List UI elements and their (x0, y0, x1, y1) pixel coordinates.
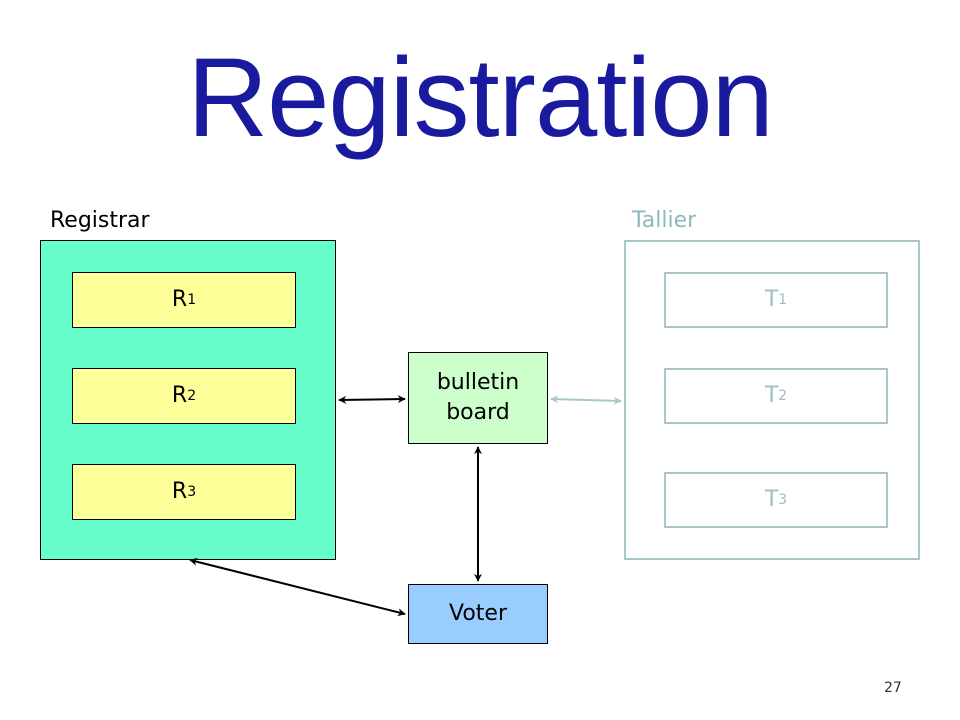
node-subscript: 3 (778, 492, 788, 508)
node-letter: R (171, 383, 188, 408)
slide-title: Registration (187, 35, 774, 160)
node-letter: R (171, 479, 188, 504)
node-letter: T (764, 383, 779, 408)
node-subscript: 2 (778, 388, 788, 404)
registrar-label: Registrar (50, 208, 150, 233)
arrow-registrar-bulletin (338, 395, 406, 404)
node-letter: R (171, 287, 188, 312)
node-subscript: 2 (187, 388, 197, 404)
tallier-label: Tallier (632, 208, 697, 233)
page-number: 27 (884, 680, 902, 696)
bulletin-board-line1: bulletin (436, 370, 520, 395)
bulletin-board-node: bulletin board (408, 352, 548, 444)
bulletin-board-line2: board (446, 400, 510, 425)
node-letter: T (764, 287, 779, 312)
node-subscript: 1 (187, 292, 197, 308)
voter-node: Voter (408, 584, 548, 644)
node-subscript: 3 (187, 484, 197, 500)
node-subscript: 1 (778, 292, 788, 308)
arrow-voter-registrar (189, 557, 406, 617)
arrow-bulletin-tallier (550, 395, 622, 405)
node-letter: T (764, 487, 779, 512)
